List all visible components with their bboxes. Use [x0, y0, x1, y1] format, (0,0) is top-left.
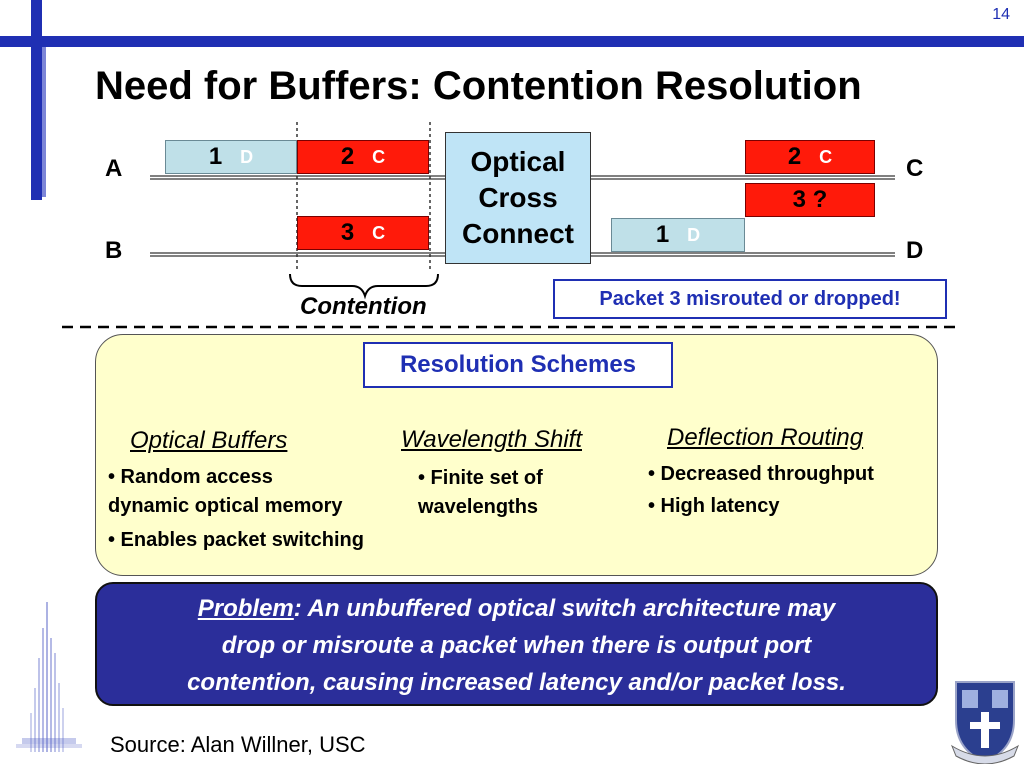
- problem-text-1: : An unbuffered optical switch architect…: [293, 595, 836, 622]
- optical-buffers-bullet-2: • Enables packet switching: [108, 529, 364, 551]
- port-a-label: A: [105, 155, 123, 182]
- problem-box: Problem: An unbuffered optical switch ar…: [95, 582, 938, 706]
- packet-d1: 1 D: [611, 218, 745, 252]
- port-b-label: B: [105, 237, 123, 264]
- university-seal-icon: [950, 681, 1020, 764]
- optical-buffers-bullet-1a: • Random access: [108, 466, 273, 488]
- problem-line-3: contention, causing increased latency an…: [187, 669, 846, 696]
- wavelength-shift-bullet-1b: wavelengths: [418, 496, 539, 518]
- source-citation: Source: Alan Willner, USC: [110, 732, 366, 757]
- contention-label: Contention: [300, 293, 427, 320]
- page-title: Need for Buffers: Contention Resolution: [95, 64, 862, 108]
- wavelength-shift-bullet-1a: • Finite set of: [418, 467, 543, 489]
- packet-number: 2: [340, 143, 355, 170]
- deflection-routing-bullet-1: • Decreased throughput: [648, 463, 874, 485]
- optical-buffers-heading: Optical Buffers: [130, 427, 288, 454]
- deflection-routing-heading: Deflection Routing: [667, 424, 864, 451]
- packet-b3: 3 C: [297, 216, 429, 250]
- deflection-routing-bullet-2: • High latency: [648, 495, 780, 517]
- packet-number: 1: [208, 143, 223, 170]
- spectrum-decoration-icon: [16, 602, 82, 752]
- packet-number: 2: [787, 143, 802, 170]
- misroute-note: Packet 3 misrouted or dropped!: [553, 279, 947, 319]
- packet-number: 3: [340, 219, 355, 246]
- packet-a1: 1 D: [165, 140, 297, 174]
- wavelength-shift-heading: Wavelength Shift: [401, 426, 582, 453]
- side-bar: [31, 0, 42, 200]
- packet-a2: 2 C: [297, 140, 429, 174]
- optical-cross-connect: Optical Cross Connect: [445, 132, 591, 264]
- oxc-line-2: Cross: [478, 182, 558, 213]
- packet-destination: D: [687, 224, 701, 245]
- port-d-label: D: [906, 237, 924, 264]
- packet-destination: C: [819, 146, 833, 167]
- packet-destination: C: [372, 146, 386, 167]
- optical-buffers-bullet-1b: dynamic optical memory: [108, 495, 343, 517]
- packet-c2: 2 C: [745, 140, 875, 174]
- contention-brace: [289, 273, 439, 300]
- side-bar-shadow: [42, 47, 46, 197]
- header-bar: [0, 36, 1024, 47]
- problem-line-2: drop or misroute a packet when there is …: [221, 632, 812, 659]
- packet-c3-conflict: 3 ?: [745, 183, 875, 217]
- port-c-label: C: [906, 155, 924, 182]
- packet-number: 1: [655, 221, 670, 248]
- packet-destination: C: [372, 222, 386, 243]
- packet-destination: D: [240, 146, 254, 167]
- oxc-line-1: Optical: [470, 146, 566, 177]
- problem-label: Problem: [197, 595, 294, 622]
- problem-line-1: Problem: An unbuffered optical switch ar…: [97, 590, 936, 627]
- slide-number: 14: [992, 6, 1010, 23]
- resolution-title: Resolution Schemes: [363, 342, 673, 388]
- packet-number: 3 ?: [792, 186, 828, 213]
- oxc-line-3: Connect: [462, 218, 574, 249]
